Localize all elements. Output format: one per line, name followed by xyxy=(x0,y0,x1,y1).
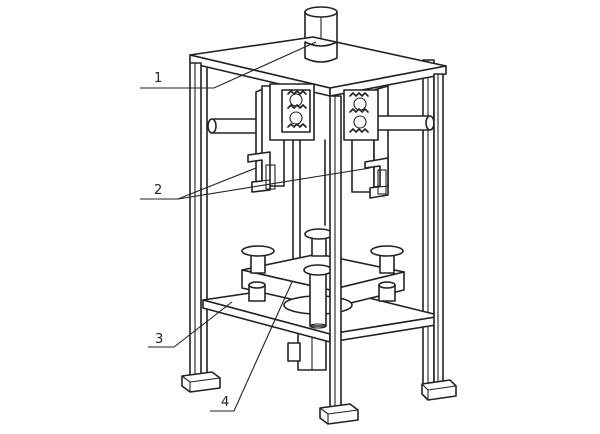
pin-right xyxy=(370,245,404,274)
front-right-post xyxy=(329,95,342,409)
left-clamp-bracket xyxy=(207,83,315,193)
pin-back xyxy=(304,228,334,257)
pin-front xyxy=(303,264,333,329)
foot-right xyxy=(421,379,457,401)
rotary-table xyxy=(241,228,405,329)
back-right-post xyxy=(422,59,435,386)
pin-left xyxy=(241,245,275,274)
callout-label-3: 3 xyxy=(155,332,163,347)
pad-left xyxy=(248,281,266,302)
pad-right xyxy=(378,281,396,302)
callout-label-1: 1 xyxy=(154,71,162,86)
foot-front xyxy=(319,403,359,425)
foot-left xyxy=(181,371,221,393)
right-clamp-bracket xyxy=(343,85,435,199)
leader-lines xyxy=(140,41,371,412)
side-right-post xyxy=(433,73,444,387)
callout-label-4: 4 xyxy=(221,395,229,410)
callout-label-2: 2 xyxy=(154,183,162,198)
front-left-post xyxy=(189,62,202,377)
right-gear-icon xyxy=(349,92,369,133)
top-plate xyxy=(189,36,447,97)
left-gear-icon xyxy=(287,90,307,128)
